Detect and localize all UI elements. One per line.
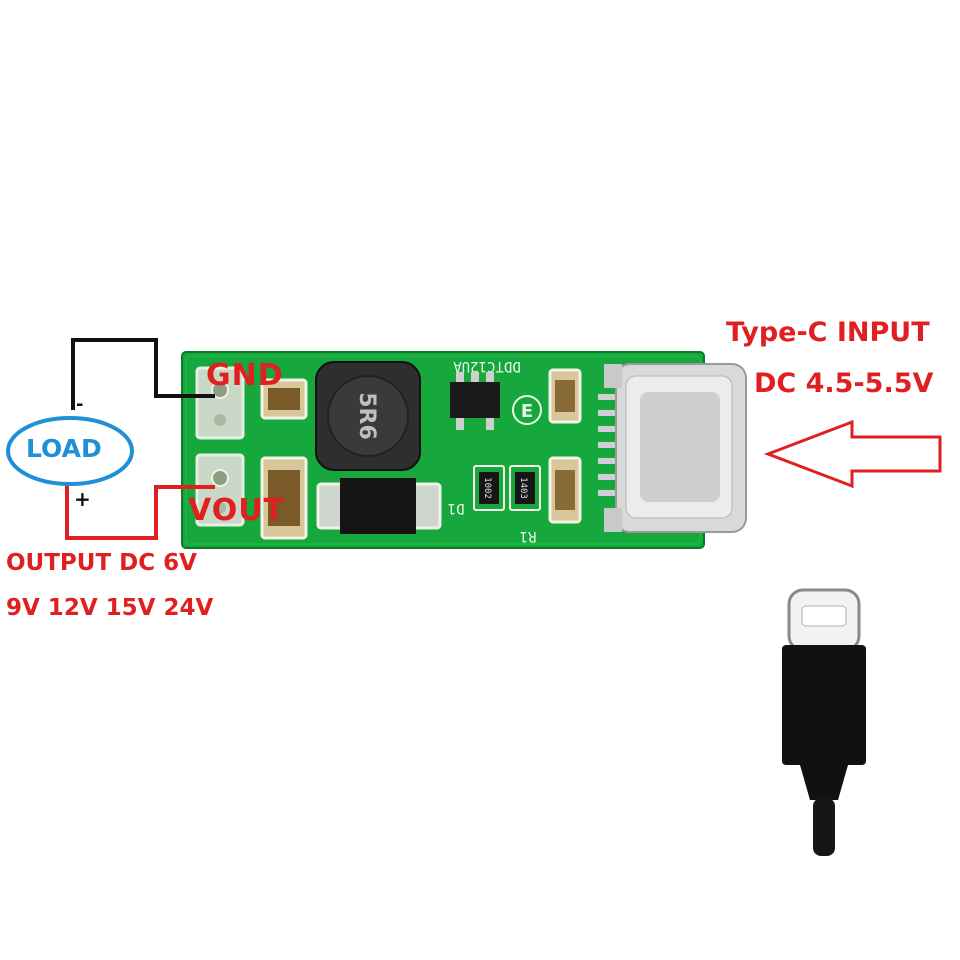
silk-e: E	[521, 401, 533, 422]
vout-wire	[65, 484, 215, 540]
input-range: DC 4.5-5.5V	[754, 368, 934, 399]
inductor-code: 5R6	[354, 392, 379, 440]
resistor-1002: 1002	[473, 465, 505, 511]
typec-pins	[598, 394, 620, 496]
resistor-1403: 1403	[509, 465, 541, 511]
capacitor-c4	[548, 456, 582, 524]
resistor-code-1: 1002	[482, 477, 492, 499]
minus-sign: -	[76, 394, 84, 415]
output-voltage-line2: 9V 12V 15V 24V	[6, 595, 214, 621]
capacitor-c1	[260, 378, 308, 420]
typec-cable-icon	[782, 588, 866, 856]
output-voltage-line1: OUTPUT DC 6V	[6, 550, 197, 576]
silk-d1: D1	[448, 500, 465, 516]
capacitor-c3	[548, 368, 582, 424]
silk-e-logo: E	[512, 395, 542, 425]
plus-sign: +	[74, 487, 91, 511]
gnd-solder-pad	[195, 366, 245, 440]
vout-solder-pad	[195, 453, 245, 527]
load-label: LOAD	[26, 434, 102, 463]
gnd-wire	[71, 338, 215, 410]
resistor-code-2: 1403	[518, 477, 528, 499]
diode-d1	[316, 478, 442, 534]
inductor: 5R6	[315, 361, 421, 471]
ic-chip	[450, 372, 500, 430]
input-title: Type-C INPUT	[726, 317, 930, 348]
silk-model: DDTC12UA	[453, 358, 521, 374]
typec-receptacle	[604, 363, 747, 533]
capacitor-c2	[260, 456, 308, 540]
load-ellipse	[6, 416, 134, 486]
input-arrow	[763, 419, 942, 489]
vout-label: VOUT	[188, 493, 286, 528]
silk-r1: R1	[520, 528, 537, 544]
gnd-label: GND	[206, 358, 284, 393]
